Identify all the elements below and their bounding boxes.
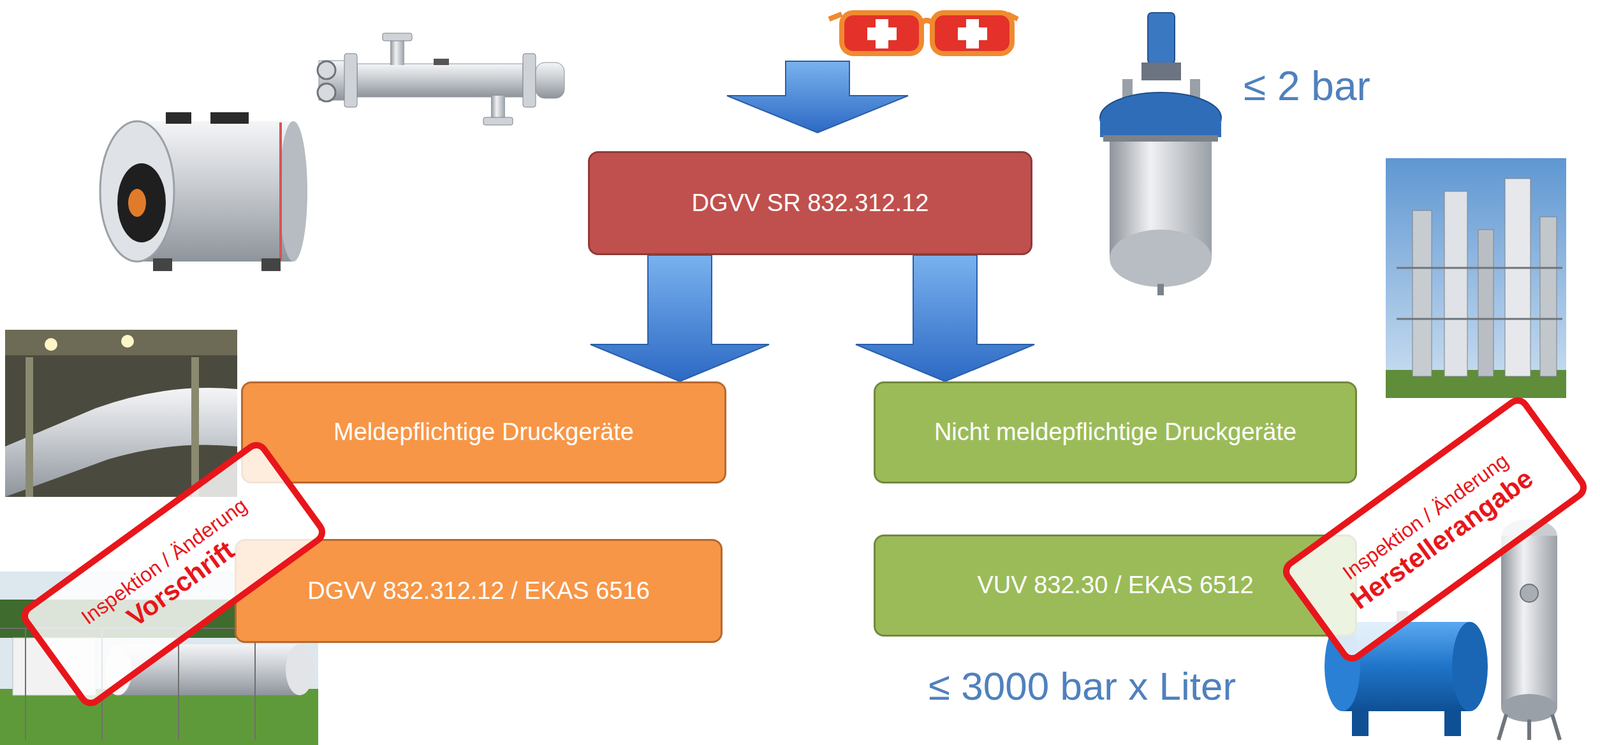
regulation-box: DGVV 832.312.12 / EKAS 6516: [234, 538, 723, 643]
block-arrow: [726, 61, 909, 133]
box-text: Meldepflichtige Druckgeräte: [333, 417, 634, 448]
pipe-hall-photo: [5, 329, 238, 497]
swiss-glasses-picture: [829, 12, 1018, 54]
regulation-box: DGVV SR 832.312.12: [587, 151, 1033, 256]
category-box: Meldepflichtige Druckgeräte: [241, 381, 727, 484]
boiler-picture: [100, 112, 308, 272]
box-text: VUV 832.30 / EKAS 6512: [976, 570, 1254, 601]
distillation-columns-photo: [1385, 158, 1567, 398]
block-arrow: [590, 255, 770, 382]
heat-exchanger-picture: [317, 33, 565, 125]
regulation-box: VUV 832.30 / EKAS 6512: [873, 534, 1358, 637]
box-text: Nicht meldepflichtige Druckgeräte: [934, 417, 1297, 448]
category-box: Nicht meldepflichtige Druckgeräte: [873, 381, 1358, 484]
block-arrow: [855, 255, 1035, 382]
reactor-picture: [1100, 12, 1222, 296]
box-text: DGVV 832.312.12 / EKAS 6516: [307, 576, 650, 606]
box-text: DGVV SR 832.312.12: [691, 188, 930, 219]
pressure-volume-limit: ≤ 3000 bar x Liter: [928, 663, 1236, 709]
pressure-limit: ≤ 2 bar: [1243, 62, 1371, 110]
vertical-air-tank-picture: [1498, 519, 1560, 740]
